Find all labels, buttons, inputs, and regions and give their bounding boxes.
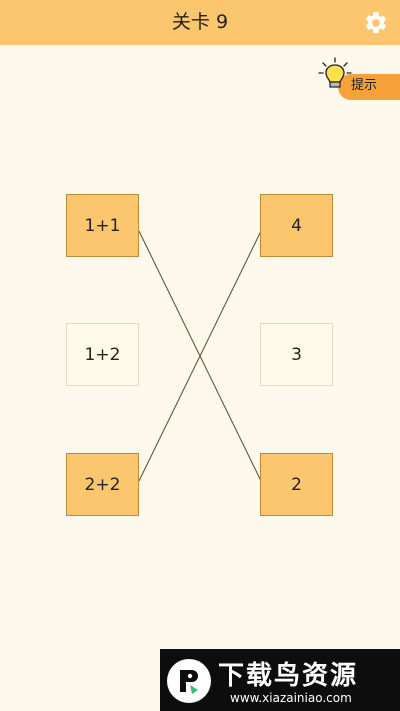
connection-line-2 <box>138 230 262 482</box>
tile-label: 3 <box>291 344 302 365</box>
gear-icon[interactable] <box>363 10 389 36</box>
hint-label[interactable]: 提示 <box>351 78 378 93</box>
tile-label: 1+2 <box>84 344 121 365</box>
bird-logo-icon <box>167 659 211 703</box>
right-tile-1[interactable]: 4 <box>260 194 333 257</box>
hint-button[interactable] <box>338 74 400 100</box>
left-tile-1[interactable]: 1+1 <box>66 194 139 257</box>
tile-label: 2 <box>291 474 302 495</box>
right-tile-2[interactable]: 3 <box>260 323 333 386</box>
right-tile-3[interactable]: 2 <box>260 453 333 516</box>
watermark-name: 下载鸟资源 <box>218 661 359 691</box>
tile-label: 1+1 <box>84 215 121 236</box>
left-tile-2[interactable]: 1+2 <box>66 323 139 386</box>
left-tile-3[interactable]: 2+2 <box>66 453 139 516</box>
header-bar <box>0 0 400 45</box>
tile-label: 2+2 <box>84 474 121 495</box>
watermark-url: www.xiazainiao.com <box>230 691 352 705</box>
connection-line-1 <box>138 230 262 482</box>
tile-label: 4 <box>291 215 302 236</box>
watermark-banner: 下载鸟资源 www.xiazainiao.com <box>160 649 400 711</box>
lightbulb-icon[interactable] <box>318 56 352 94</box>
level-title: 关卡 9 <box>171 11 229 33</box>
